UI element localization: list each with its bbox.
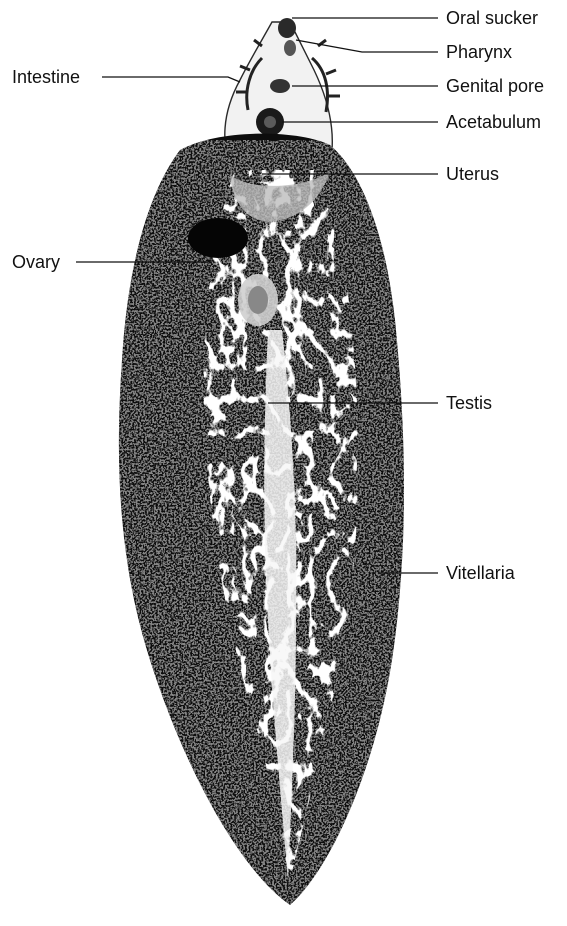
label-acetabulum: Acetabulum [446, 112, 541, 132]
label-uterus: Uterus [446, 164, 499, 184]
label-intestine: Intestine [12, 67, 80, 87]
label-ovary: Ovary [12, 252, 60, 272]
label-genital-pore: Genital pore [446, 76, 544, 96]
label-pharynx: Pharynx [446, 42, 512, 62]
label-vitellaria: Vitellaria [446, 563, 516, 583]
leader-intestine [102, 77, 240, 82]
label-testis: Testis [446, 393, 492, 413]
genital-pore-shape [270, 79, 290, 93]
label-oral-sucker: Oral sucker [446, 8, 538, 28]
oral-sucker-shape [278, 18, 296, 38]
specimen-body [110, 134, 410, 920]
pharynx-shape [284, 40, 296, 56]
leader-pharynx [296, 40, 438, 52]
